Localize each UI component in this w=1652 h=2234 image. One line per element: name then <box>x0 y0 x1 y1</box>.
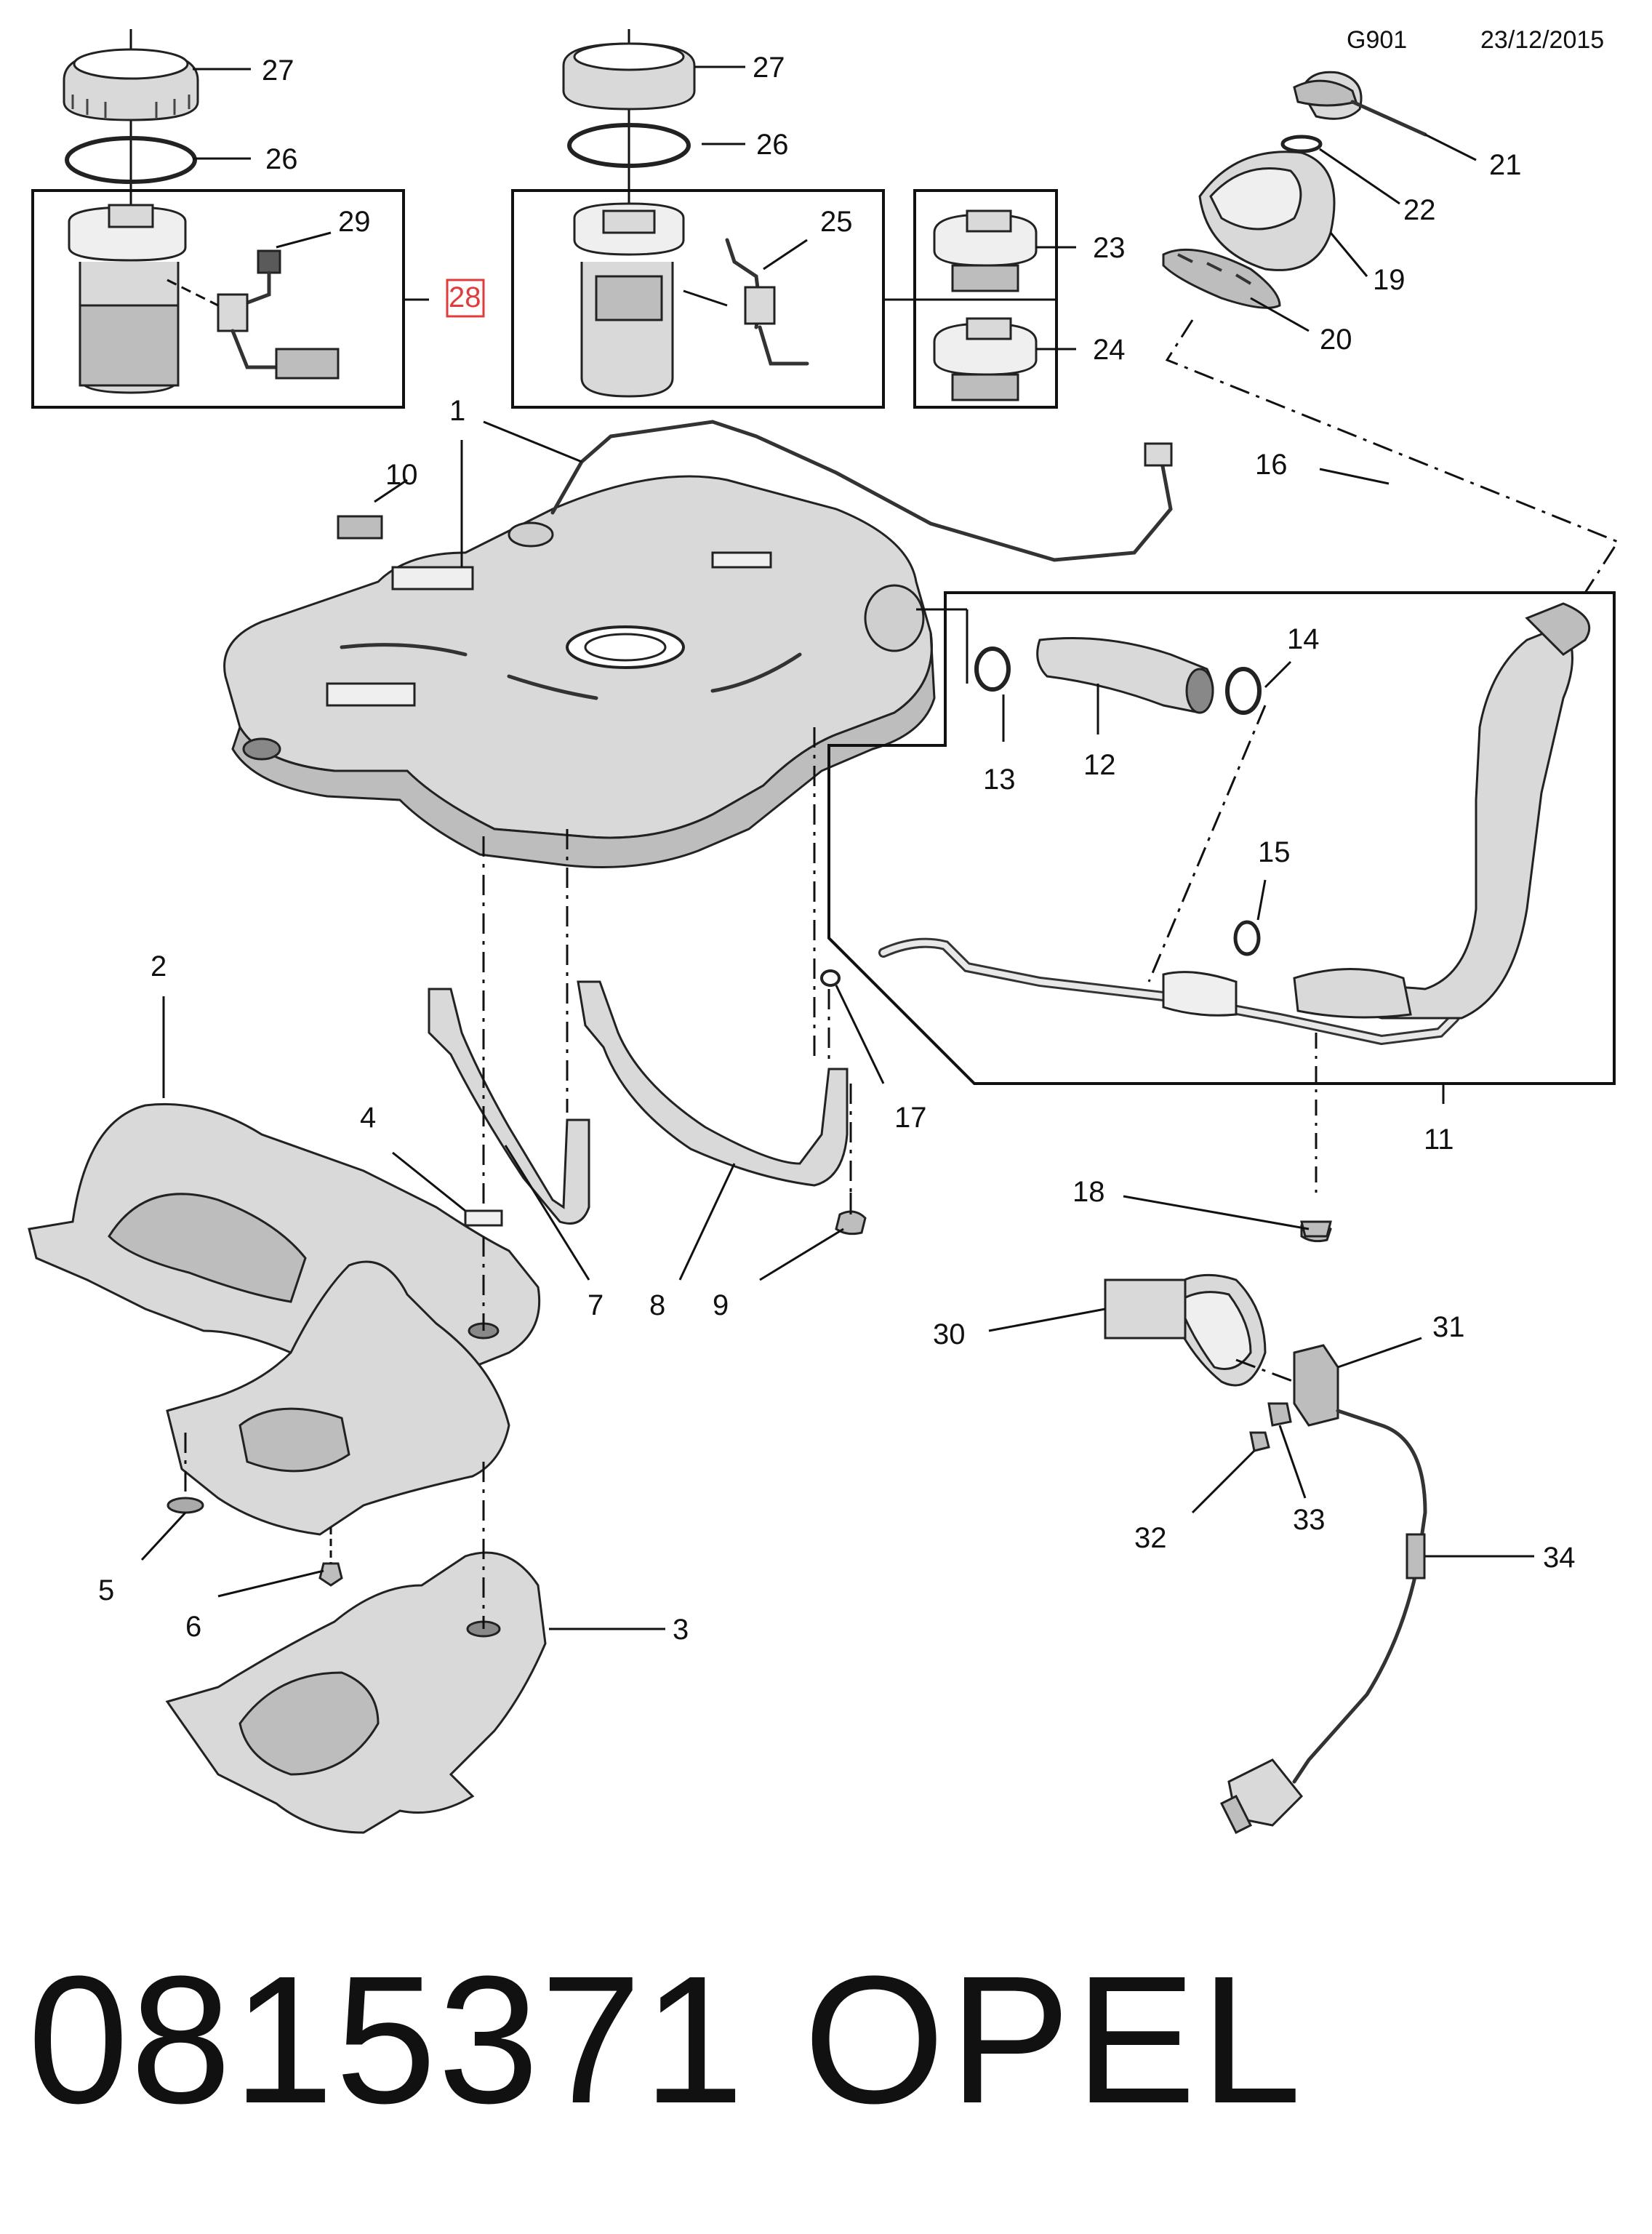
leader-lines <box>140 65 1534 1630</box>
callout-32: 32 <box>1134 1522 1167 1554</box>
callout-8: 8 <box>649 1289 665 1321</box>
callout-17: 17 <box>894 1102 927 1134</box>
diagram-code: G901 <box>1347 26 1408 54</box>
pump-variants <box>913 189 1058 409</box>
callout-26-left: 26 <box>265 143 298 175</box>
bolt-18 <box>1300 1220 1332 1238</box>
fuel-feed-line <box>550 420 1173 562</box>
callout-26-center: 26 <box>756 129 789 161</box>
callout-labels: 27 26 29 28 27 26 25 23 24 21 22 19 20 1… <box>98 52 1576 1646</box>
callout-28: 28 <box>449 281 481 313</box>
callout-5: 5 <box>98 1574 114 1606</box>
fuel-tank <box>223 475 936 868</box>
part-number: 0815371 <box>28 1938 746 2141</box>
callout-7: 7 <box>588 1289 604 1321</box>
callout-2: 2 <box>151 950 167 982</box>
callout-11: 11 <box>1424 1124 1454 1156</box>
brand-name: OPEL <box>803 1938 1306 2141</box>
callout-14: 14 <box>1287 623 1320 655</box>
callout-9: 9 <box>713 1289 729 1321</box>
highlight-box-28 <box>446 279 485 318</box>
callout-27-center: 27 <box>753 52 785 84</box>
pump-module-left <box>31 29 429 409</box>
callout-21: 21 <box>1489 149 1522 181</box>
callout-25: 25 <box>820 206 853 238</box>
callout-10: 10 <box>385 459 418 491</box>
tank-straps <box>428 727 1332 1243</box>
callout-3: 3 <box>673 1614 689 1646</box>
callout-29: 29 <box>338 206 371 238</box>
heat-shields <box>28 1102 547 1834</box>
callout-33: 33 <box>1293 1504 1326 1536</box>
callout-34: 34 <box>1543 1542 1576 1574</box>
callout-1: 1 <box>449 395 465 427</box>
filler-neck-housing <box>1162 71 1620 593</box>
callout-15: 15 <box>1258 836 1291 868</box>
callout-30: 30 <box>933 1318 966 1350</box>
callout-22: 22 <box>1403 194 1436 226</box>
callout-12: 12 <box>1083 749 1116 781</box>
callout-18: 18 <box>1072 1176 1105 1208</box>
callout-27-left: 27 <box>262 55 294 87</box>
callout-24: 24 <box>1093 334 1126 366</box>
pump-module-center <box>511 29 915 409</box>
callout-23: 23 <box>1093 232 1126 264</box>
callout-31: 31 <box>1432 1311 1465 1343</box>
callout-20: 20 <box>1320 324 1352 356</box>
filler-pipe-assembly <box>827 591 1616 1200</box>
callout-4: 4 <box>360 1102 376 1134</box>
fuel-door-assembly <box>1104 1273 1427 1835</box>
callout-6: 6 <box>185 1611 201 1643</box>
callout-16: 16 <box>1255 449 1288 481</box>
callout-19: 19 <box>1373 264 1406 296</box>
callout-13: 13 <box>983 764 1016 796</box>
diagram-date: 23/12/2015 <box>1480 26 1605 54</box>
